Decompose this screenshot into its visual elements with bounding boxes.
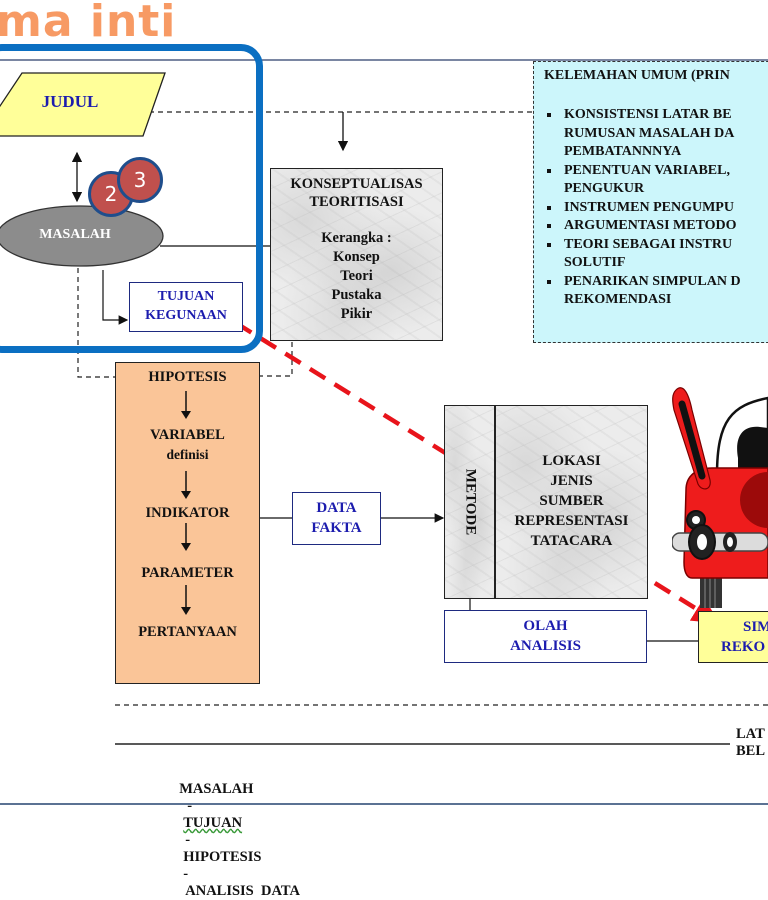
footer-hipotesis: HIPOTESIS	[183, 849, 262, 865]
metode-label: METODE	[462, 468, 478, 536]
konsep-line2: TEORITISASI	[309, 194, 404, 210]
parameter-label: PARAMETER	[141, 565, 234, 581]
hipotesis-label: HIPOTESIS	[148, 369, 227, 385]
kelemahan-umum-box[interactable]: KELEMAHAN UMUM (PRIN KONSISTENSI LATAR B…	[533, 61, 768, 343]
simpulan-line1: SIM	[743, 619, 768, 635]
pertanyaan-label: PERTANYAAN	[138, 624, 237, 640]
step-badge-3-label: 3	[133, 168, 147, 192]
judul-label: JUDUL	[41, 92, 99, 111]
arrow-down-icon	[181, 471, 191, 499]
arrow-down-icon	[181, 585, 191, 615]
arrow-down-icon	[181, 391, 191, 419]
kelemahan-item: KONSISTENSI LATAR BE RUMUSAN MASALAH DA …	[544, 106, 768, 162]
kelemahan-item: PENARIKAN SIMPULAN D REKOMENDASI	[544, 273, 768, 310]
konsep-item: Konsep	[333, 249, 380, 265]
konsep-item: Pikir	[340, 306, 373, 322]
tujuan-line1: TUJUAN	[157, 289, 215, 304]
kelemahan-item: TEORI SEBAGAI INSTRU SOLUTIF	[544, 236, 768, 273]
metode-detail-item: JENIS	[550, 473, 593, 489]
data-line2: FAKTA	[311, 520, 362, 536]
footer-sequence: MASALAH - TUJUAN - HIPOTESIS - ANALISIS …	[172, 764, 300, 900]
kelemahan-heading: KELEMAHAN UMUM (PRIN	[544, 68, 730, 83]
olah-line1: OLAH	[523, 618, 568, 634]
tujuan-kegunaan-box[interactable]: TUJUAN KEGUNAAN	[129, 282, 243, 332]
masalah-label: MASALAH	[39, 227, 111, 242]
kelemahan-item: ARGUMENTASI METODO	[544, 217, 768, 236]
footer-analisis-data: ANALISIS DATA	[185, 883, 300, 899]
konsep-item: Teori	[340, 268, 373, 284]
indikator-label: INDIKATOR	[145, 505, 230, 521]
metode-detail-item: REPRESENTASI	[514, 513, 629, 529]
kelemahan-item: INSTRUMEN PENGUMPU	[544, 199, 768, 218]
masalah-shape[interactable]	[0, 204, 168, 268]
latar-belakang-label: LAT BEL	[736, 726, 765, 760]
judul-shape[interactable]	[0, 72, 170, 138]
slide-title: ma inti	[0, 0, 177, 47]
olah-line2: ANALISIS	[510, 638, 581, 654]
metode-detail-item: LOKASI	[542, 453, 601, 469]
footer-masalah: MASALAH	[179, 781, 254, 797]
data-fakta-box[interactable]: DATA FAKTA	[292, 492, 381, 545]
footer-separator: -	[185, 832, 191, 848]
konsep-item: Pustaka	[331, 287, 382, 303]
masalah-tujuan-arrow	[102, 270, 129, 325]
metode-detail-item: SUMBER	[539, 493, 604, 509]
konsep-item: Kerangka :	[321, 230, 392, 246]
simpulan-rekomendasi-box[interactable]: SIM REKO	[698, 611, 768, 663]
masalah-hipotesis-dashed	[77, 268, 128, 382]
step-badge-3[interactable]: 3	[117, 157, 163, 203]
data-line1: DATA	[316, 500, 357, 516]
kelemahan-list: KONSISTENSI LATAR BE RUMUSAN MASALAH DA …	[544, 106, 768, 310]
tujuan-line2: KEGUNAAN	[145, 308, 227, 323]
metode-detail-item: TATACARA	[530, 533, 613, 549]
arrow-down-icon	[181, 523, 191, 551]
step-badge-2-label: 2	[104, 182, 118, 206]
highlight-frame	[0, 44, 263, 353]
latar-line2: BEL	[736, 743, 766, 759]
latar-line1: LAT	[736, 726, 765, 742]
simpulan-line2: REKO	[721, 639, 766, 655]
footer-tujuan: TUJUAN	[183, 815, 243, 831]
car-illustration	[672, 387, 768, 608]
footer-separator: -	[183, 866, 189, 882]
konseptualisasi-box[interactable]: KONSEPTUALISAS TEORITISASI Kerangka : Ko…	[270, 168, 443, 341]
olah-analisis-box[interactable]: OLAH ANALISIS	[444, 610, 647, 663]
footer-separator: -	[187, 798, 193, 814]
kelemahan-item: PENENTUAN VARIABEL, PENGUKUR	[544, 162, 768, 199]
variabel-label: VARIABEL	[150, 427, 225, 443]
hipotesis-chain-box[interactable]: HIPOTESIS VARIABEL definisi INDIKATOR PA…	[115, 362, 260, 684]
metode-box[interactable]: METODE	[444, 405, 495, 599]
metode-detail-box[interactable]: LOKASI JENIS SUMBER REPRESENTASI TATACAR…	[495, 405, 648, 599]
konsep-line1: KONSEPTUALISAS	[290, 176, 423, 192]
definisi-label: definisi	[166, 447, 209, 462]
